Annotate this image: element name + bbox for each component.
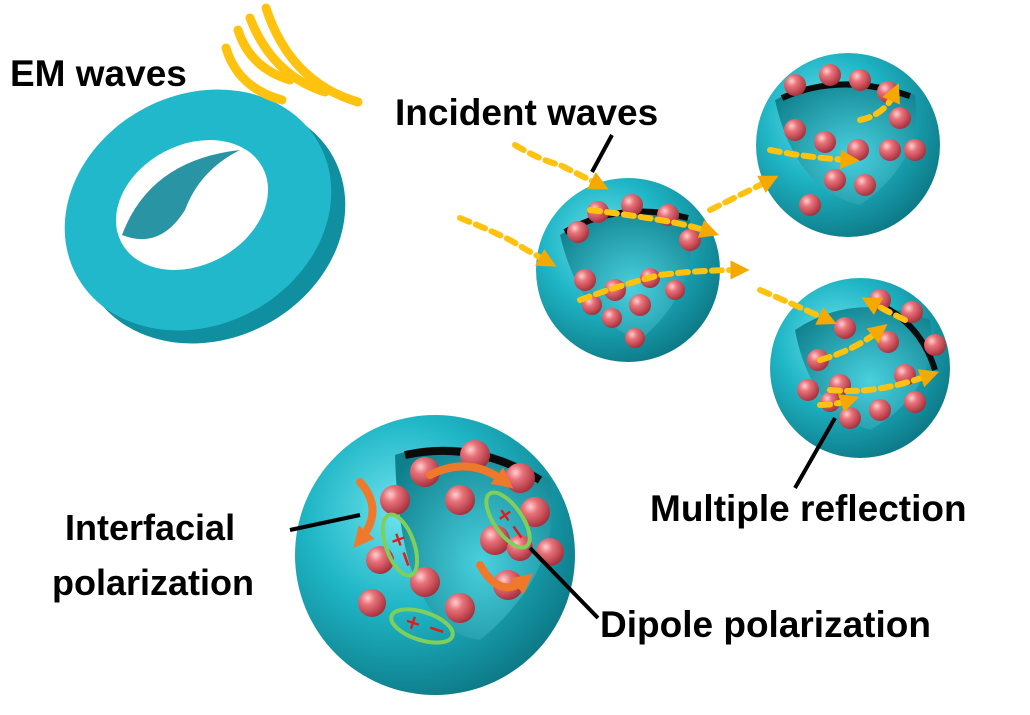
svg-text:+: + bbox=[385, 527, 413, 551]
nanoparticle bbox=[894, 364, 916, 386]
nanoparticle bbox=[602, 308, 622, 328]
leader-lines bbox=[289, 134, 837, 620]
em-wave-arcs bbox=[221, 3, 363, 107]
incident-wave-arrows bbox=[457, 83, 940, 413]
nanoparticle bbox=[854, 174, 876, 196]
nanoparticle bbox=[904, 139, 926, 161]
nanoparticle bbox=[574, 269, 596, 291]
nanoparticle bbox=[877, 331, 899, 353]
nanoparticle bbox=[784, 119, 806, 141]
nanoparticle bbox=[445, 485, 475, 515]
nanoparticle bbox=[834, 317, 856, 339]
nanoparticle bbox=[869, 399, 891, 421]
ring-shape bbox=[64, 89, 346, 344]
em-waves-label: EM waves bbox=[10, 53, 187, 94]
incident-waves-label: Incident waves bbox=[395, 92, 659, 133]
nanoparticle bbox=[679, 229, 701, 251]
nanoparticle bbox=[380, 485, 410, 515]
nanoparticle bbox=[410, 567, 440, 597]
nanoparticle bbox=[797, 379, 819, 401]
nanoparticle bbox=[904, 391, 926, 413]
nanoparticle bbox=[625, 328, 645, 348]
nanoparticle bbox=[505, 463, 535, 493]
nanoparticle bbox=[621, 194, 643, 216]
particles-sphere-large bbox=[358, 440, 564, 623]
nanoparticle bbox=[665, 280, 685, 300]
svg-text:+: + bbox=[401, 608, 424, 636]
multiple-reflection-label: Multiple reflection bbox=[650, 488, 967, 529]
nanoparticle bbox=[879, 139, 901, 161]
nanoparticle bbox=[358, 589, 386, 617]
nanoparticle bbox=[799, 194, 821, 216]
nanoparticle bbox=[847, 139, 869, 161]
hollow-sphere-large bbox=[295, 415, 575, 695]
nanoparticle bbox=[445, 593, 475, 623]
nanoparticle bbox=[784, 74, 806, 96]
nanoparticle bbox=[924, 334, 946, 356]
nanoparticle bbox=[889, 107, 911, 129]
interfacial-polarization-label: polarization bbox=[52, 562, 255, 603]
nanoparticle bbox=[520, 497, 550, 527]
nanoparticle bbox=[839, 407, 861, 429]
nanoparticle bbox=[410, 457, 440, 487]
nanoparticle bbox=[567, 221, 589, 243]
nanoparticle bbox=[460, 440, 490, 470]
dipole-polarization-label: Dipole polarization bbox=[600, 604, 931, 645]
nanoparticle bbox=[849, 69, 871, 91]
nanoparticle bbox=[814, 131, 836, 153]
nanoparticle bbox=[824, 169, 846, 191]
nanoparticle bbox=[819, 64, 841, 86]
interfacial-rotation-arrows bbox=[353, 462, 534, 595]
interfacial-label: Interfacial bbox=[65, 507, 236, 548]
nanoparticle bbox=[629, 294, 651, 316]
nanoparticle bbox=[536, 538, 564, 566]
